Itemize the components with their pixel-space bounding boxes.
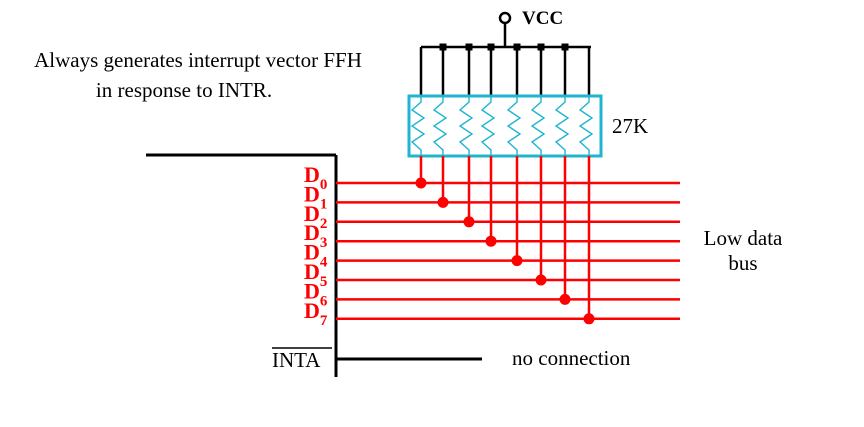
caption-line-1: Always generates interrupt vector FFH bbox=[34, 48, 362, 72]
resistor-zigzags bbox=[410, 96, 594, 156]
bus-label-d3: D3 bbox=[304, 220, 327, 251]
rail-junction-6 bbox=[561, 43, 569, 51]
rail-junction-5 bbox=[537, 43, 545, 51]
bus-label-line-2: bus bbox=[728, 251, 757, 275]
data-bus-lines bbox=[336, 181, 680, 321]
tap-junction-d5 bbox=[535, 274, 547, 286]
resistor-supply-wires bbox=[419, 47, 591, 96]
rail-junction-4 bbox=[513, 43, 521, 51]
resistor-1 bbox=[432, 96, 448, 156]
vcc-label: VCC bbox=[522, 8, 563, 29]
bus-label-line-1: Low data bbox=[704, 226, 783, 250]
tap-junction-d0 bbox=[415, 177, 427, 189]
bus-label-d6: D6 bbox=[304, 278, 328, 309]
resistor-7 bbox=[578, 96, 594, 156]
pullup-taps bbox=[415, 156, 595, 325]
rail-junction-3 bbox=[487, 43, 495, 51]
tap-junction-d7 bbox=[583, 313, 595, 325]
resistor-5 bbox=[530, 96, 546, 156]
bus-label-d2: D2 bbox=[304, 201, 327, 232]
tap-junction-d2 bbox=[463, 216, 475, 228]
rail-junction-2 bbox=[465, 43, 473, 51]
no-connection-label: no connection bbox=[512, 346, 631, 370]
rail-junction-dots bbox=[439, 43, 569, 51]
bus-label-d0: D0 bbox=[304, 162, 327, 193]
bus-label-d5: D5 bbox=[304, 259, 327, 290]
caption-line-2: in response to INTR. bbox=[96, 78, 272, 102]
tap-junction-d3 bbox=[485, 235, 497, 247]
resistor-value-label: 27K bbox=[612, 114, 648, 138]
resistor-6 bbox=[554, 96, 570, 156]
bus-label-d4: D4 bbox=[304, 240, 328, 271]
resistor-pack bbox=[407, 94, 603, 158]
bus-label-d1: D1 bbox=[304, 181, 327, 212]
tap-junction-d1 bbox=[437, 196, 449, 208]
tap-junction-d4 bbox=[511, 255, 523, 267]
rail-junction-1 bbox=[439, 43, 447, 51]
tap-junction-d6 bbox=[559, 293, 571, 305]
resistor-2 bbox=[458, 96, 474, 156]
resistor-3 bbox=[480, 96, 496, 156]
inta-label: INTA bbox=[272, 348, 321, 372]
resistor-4 bbox=[506, 96, 522, 156]
vcc-terminal-icon bbox=[498, 11, 512, 25]
bus-label-d7: D7 bbox=[304, 298, 328, 329]
resistor-0 bbox=[410, 96, 426, 156]
